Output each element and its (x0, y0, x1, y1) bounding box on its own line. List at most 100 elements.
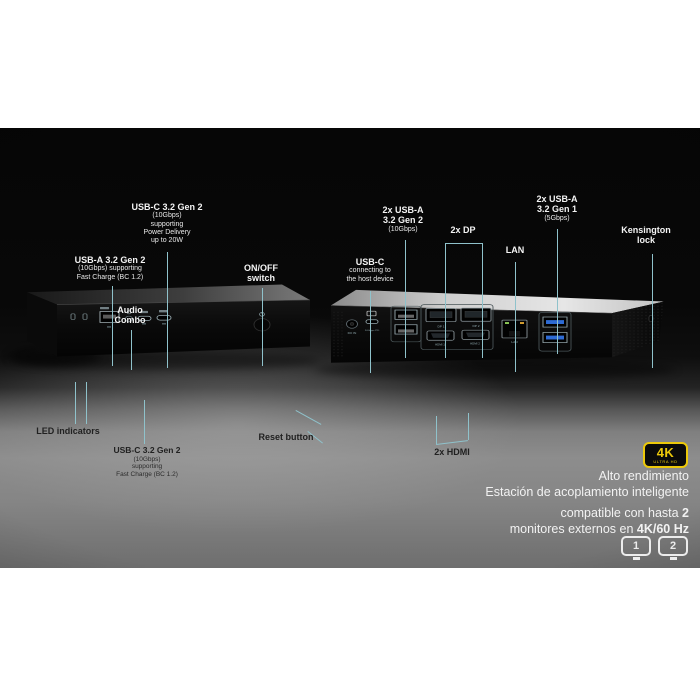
label-usb-c-fast-charge: USB-C 3.2 Gen 2 (10Gbps) supporting Fast… (113, 445, 181, 478)
leader-audio (131, 330, 132, 370)
label-hdmi: 2x HDMI (434, 447, 470, 457)
monitor-1-stand (632, 557, 640, 560)
label-sub: (5Gbps) (544, 214, 570, 222)
label-sub: connecting to (349, 267, 391, 275)
leader-onoff (262, 288, 263, 366)
leader-usb-c-pd (167, 252, 168, 368)
label-title: 2x HDMI (434, 447, 470, 457)
usb-a-front-port (99, 306, 120, 328)
label-title: USB-C 3.2 Gen 2 (131, 202, 203, 212)
marketing-line-4-text: monitores externos en (509, 522, 637, 536)
docking-stations: DC IN 10Gbps PD (10, 284, 675, 379)
badge-4k-text: 4K (656, 445, 675, 460)
marketing-line-4: monitores externos en 4K/60 Hz (485, 521, 689, 537)
label-title: 3.2 Gen 2 (382, 215, 424, 226)
label-sub: (10Gbps) supporting (78, 265, 142, 273)
monitor-1-number: 1 (621, 536, 651, 556)
label-title: switch (246, 273, 275, 284)
label-usb-a-front: USB-A 3.2 Gen 2 (10Gbps) supporting Fast… (75, 255, 146, 282)
label-sub: (10Gbps) (133, 455, 161, 463)
dp-ports: DP 1 DP 2 (425, 307, 492, 328)
leader-usb-a-gen1 (557, 229, 558, 354)
label-title: LAN (505, 245, 525, 255)
lan-port: LAN (501, 319, 528, 344)
usb-a-gen1-ports (538, 312, 572, 352)
leader-dp-left (445, 243, 446, 358)
label-title: Audio (117, 305, 143, 315)
leader-dp-right (482, 243, 483, 358)
label-title: USB-C (355, 257, 385, 267)
label-led-indicators: LED indicators (36, 426, 100, 436)
label-lan: LAN (506, 245, 525, 255)
monitor-icon-1: 1 (621, 536, 651, 560)
marketing-line-2: Estación de acoplamiento inteligente (485, 485, 689, 499)
label-usb-c-host: USB-C connecting to the host device (346, 257, 393, 284)
leader-led-1 (75, 382, 76, 424)
label-usb-a-gen1: 2x USB-A 3.2 Gen 1 (5Gbps) (536, 194, 577, 223)
label-onoff-switch: ON/OFF switch (244, 263, 278, 284)
label-title: USB-C 3.2 Gen 2 (113, 445, 181, 455)
marketing-line-3-text: compatible con hasta (560, 506, 683, 520)
dc-in-port: DC IN (346, 319, 358, 335)
hdmi2-label: HDMI 2 (470, 342, 480, 345)
label-dp: 2x DP (450, 225, 475, 235)
label-audio-combo: Audio Combo (115, 305, 146, 326)
label-sub: supporting (131, 463, 163, 471)
label-title: 2x DP (450, 225, 476, 235)
usb-c-speed-label: 10Gbps PD (365, 329, 380, 332)
badge-ultra-hd-text: ULTRA HD (653, 459, 678, 464)
marketing-line-3-bold: 2 (682, 506, 689, 520)
label-title: 2x USB-A (382, 205, 424, 215)
label-sub: Power Delivery (143, 228, 191, 236)
monitor-2-number: 2 (658, 536, 688, 556)
label-reset-button: Reset button (259, 432, 314, 442)
video-port-group-outline (420, 304, 494, 350)
label-sub: up to 20W (151, 236, 183, 244)
rear-dock-shadow (315, 360, 675, 379)
leader-kensington (652, 254, 653, 368)
marketing-line-1: Alto rendimiento (598, 469, 689, 483)
label-title: USB-A 3.2 Gen 2 (74, 255, 146, 265)
dp2-label: DP 2 (472, 324, 480, 327)
usb-c-host-port: 10Gbps PD (365, 310, 380, 332)
label-title: ON/OFF (244, 263, 278, 273)
label-title: Kensington (621, 225, 671, 235)
label-sub: (10Gbps) (152, 212, 182, 220)
leader-led-2 (86, 382, 87, 424)
lan-label: LAN (511, 340, 517, 343)
marketing-line-4-bold: 4K/60 Hz (636, 522, 689, 536)
leader-lan (515, 262, 516, 372)
usb-a-gen2-ports (390, 305, 422, 343)
dc-in-label: DC IN (348, 331, 357, 334)
dock-rear-view: DC IN 10Gbps PD (330, 289, 664, 363)
leader-dp-bracket-top (445, 243, 483, 244)
label-sub: Fast Charge (BC 1.2) (116, 470, 178, 478)
photo-background: DC IN 10Gbps PD (0, 128, 700, 568)
label-sub: Fast Charge (BC 1.2) (76, 273, 144, 281)
leader-usb-c-host (370, 291, 371, 373)
dp1-label: DP 1 (437, 325, 445, 328)
leader-usb-a-gen2 (405, 240, 406, 358)
label-sub: supporting (150, 220, 184, 228)
usb-c-front-port-1 (137, 310, 152, 325)
label-sub: the host device (346, 275, 394, 283)
dock-front-view (27, 284, 311, 357)
audio-combo-port (124, 310, 134, 323)
monitor-icon-2: 2 (658, 536, 688, 560)
label-title: Reset button (258, 432, 314, 442)
label-usb-a-gen2: 2x USB-A 3.2 Gen 2 (10Gbps) (382, 205, 423, 234)
label-title: 2x USB-A (536, 194, 578, 204)
monitor-count-icons: 1 2 (621, 536, 688, 560)
monitor-2-stand (669, 557, 677, 560)
badge-4k-ultra-hd: 4K ULTRA HD (643, 442, 688, 468)
leader-usb-c-fast-charge (144, 400, 145, 444)
marketing-line-3: compatible con hasta 2 (485, 505, 689, 521)
label-kensington: Kensington lock (621, 225, 671, 246)
label-sub: (10Gbps) (388, 225, 418, 233)
marketing-text: Alto rendimiento Estación de acoplamient… (485, 468, 689, 537)
label-title: lock (636, 235, 655, 246)
leader-hdmi-left (436, 416, 437, 444)
label-usb-c-pd-front: USB-C 3.2 Gen 2 (10Gbps) supporting Powe… (131, 202, 202, 245)
label-title: Combo (114, 315, 146, 326)
